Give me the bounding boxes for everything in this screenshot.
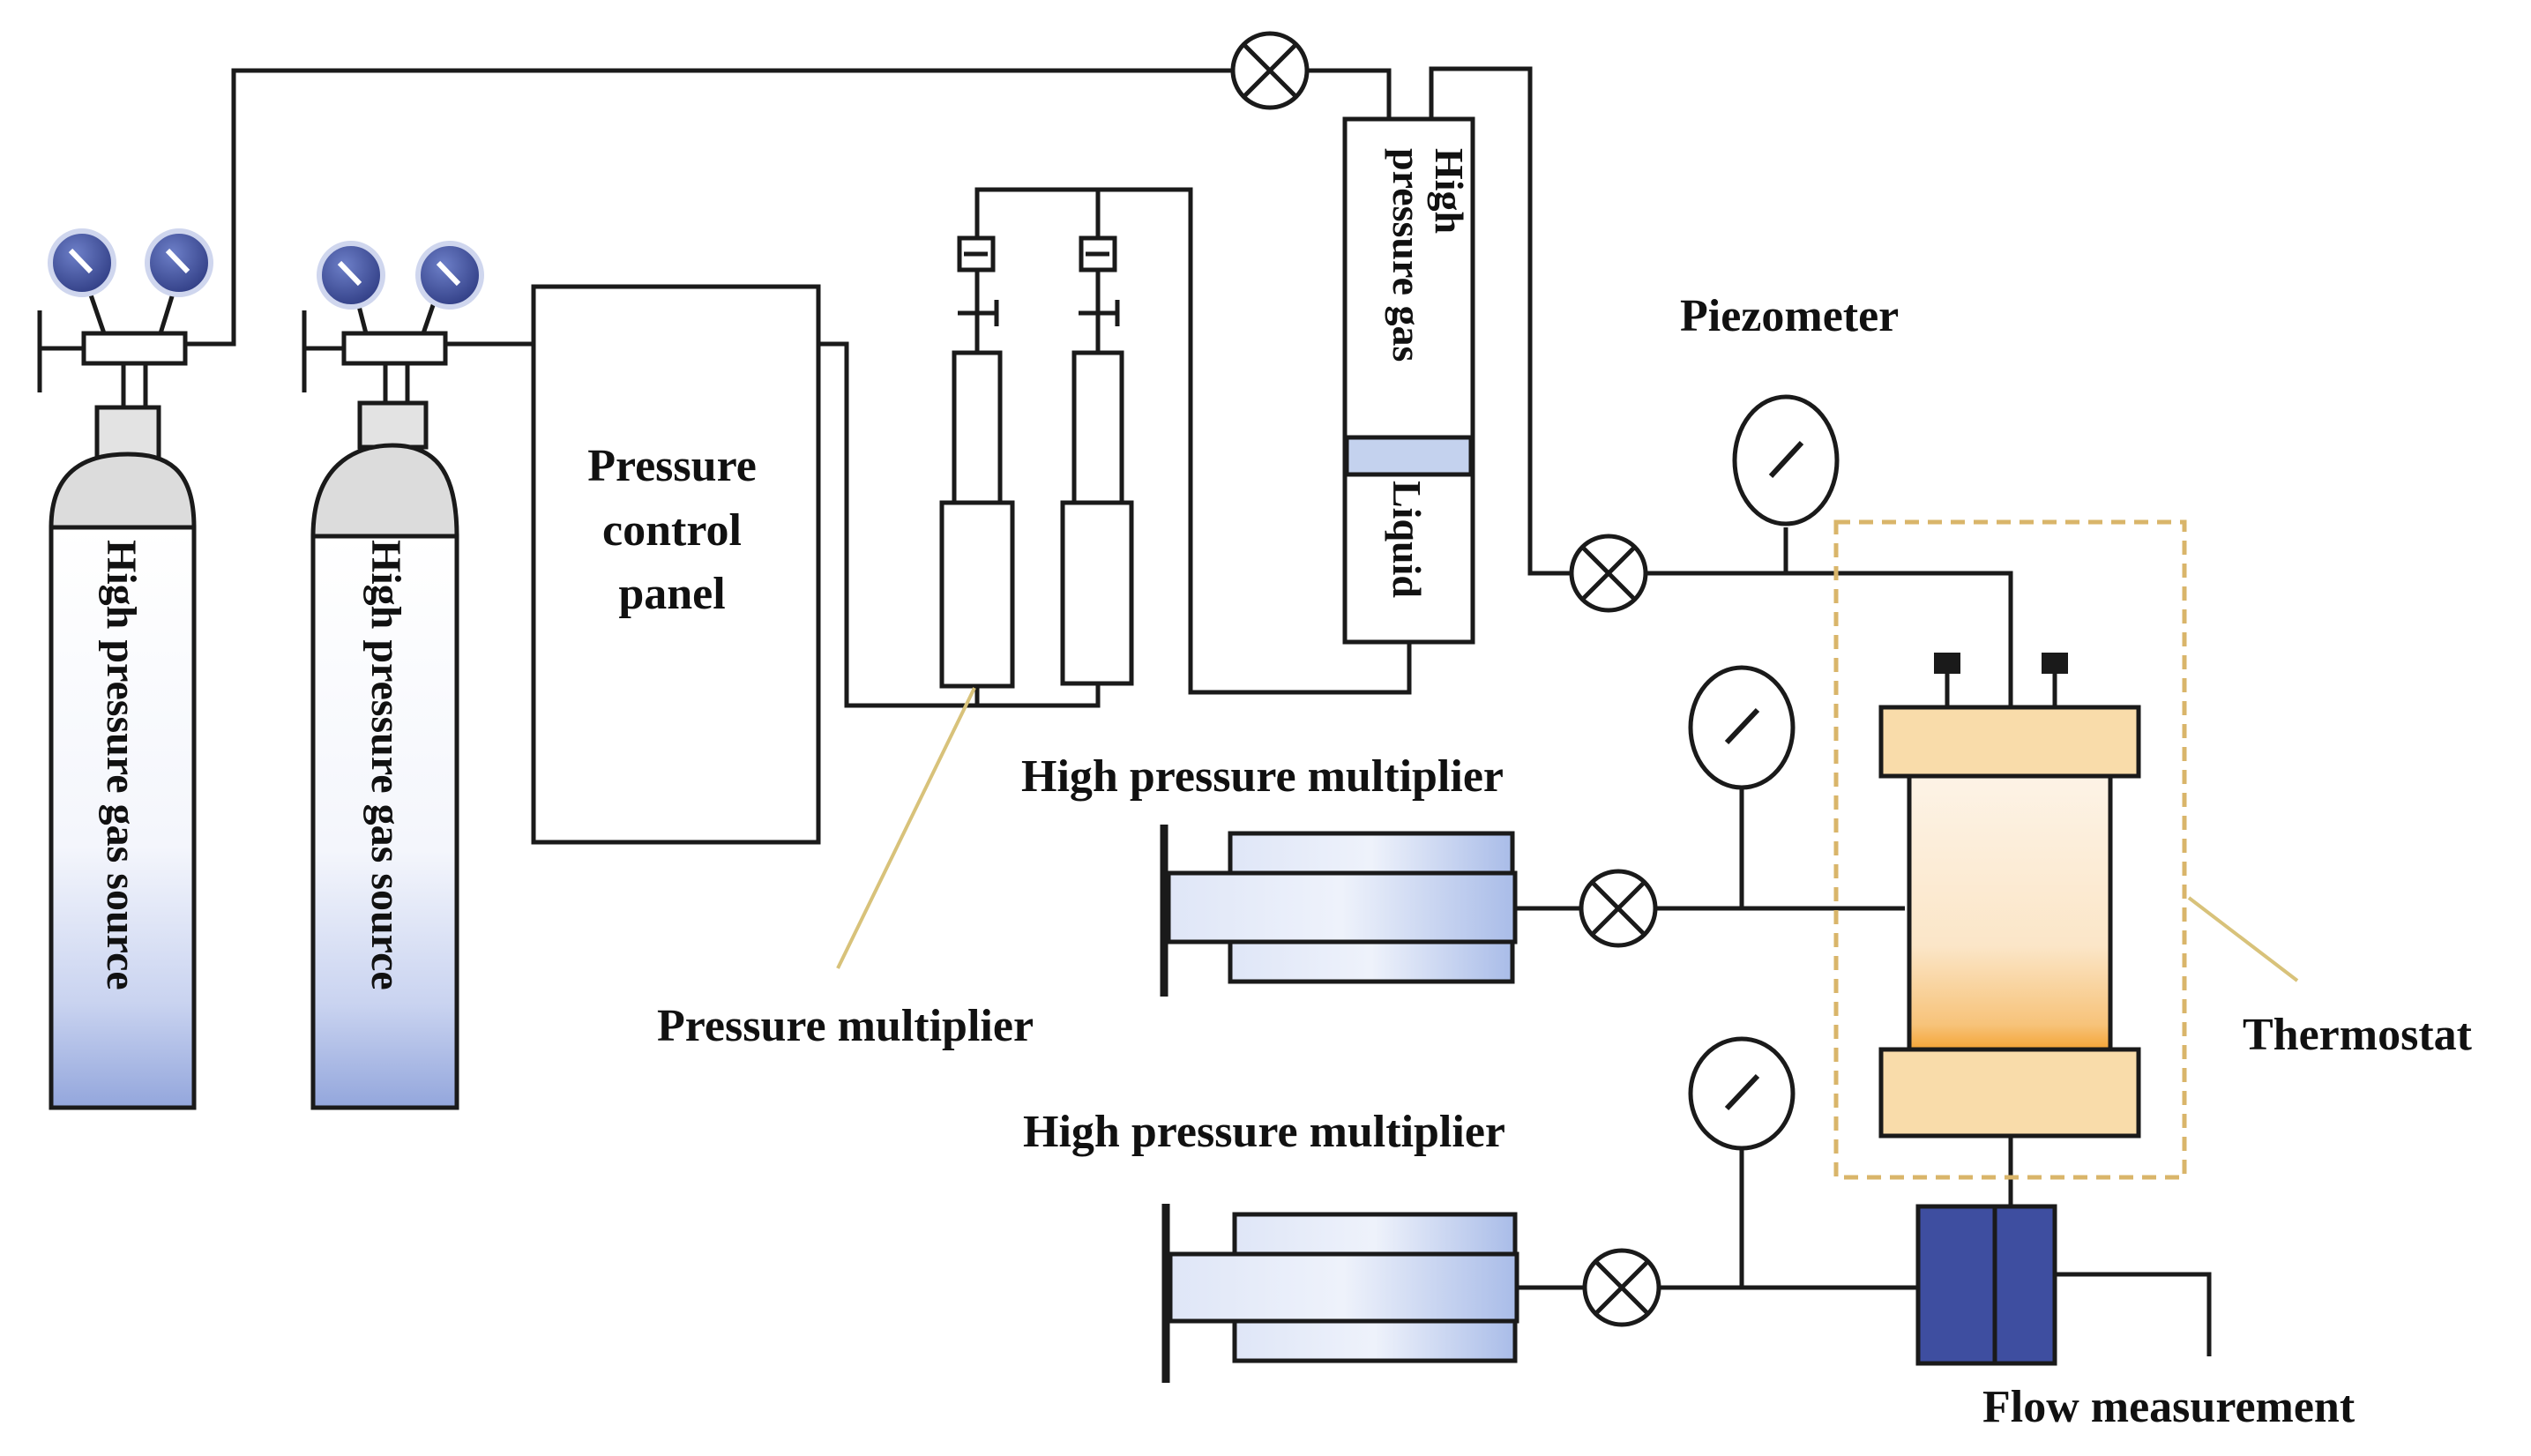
flow-measurement-label: Flow measurement (1982, 1382, 2356, 1432)
vessel-gas-label-line1: High (1427, 148, 1472, 234)
valve-hp-multiplier-top (1579, 869, 1658, 948)
gas-cylinder-1: High pressure gas source (37, 228, 213, 1110)
piezometer-gauge-3 (1688, 1036, 1796, 1151)
cylinder-2-label: High pressure gas source (362, 540, 409, 990)
valve-top (1230, 31, 1310, 110)
thermostat (1833, 519, 2187, 1180)
hp-multiplier-bottom (1161, 1204, 1519, 1383)
valve-core-inlet (1569, 534, 1648, 613)
piezometer-gauge-2 (1688, 665, 1796, 790)
hp-multiplier-bottom-label: High pressure multiplier (1023, 1107, 1505, 1157)
cylinder-1-label: High pressure gas source (98, 540, 145, 990)
gas-liquid-vessel: High pressure gas Liquid (1342, 116, 1475, 645)
leader-lines (836, 687, 2299, 982)
pipe-network (176, 66, 2212, 1356)
pressure-control-panel: Pressure control panel (531, 284, 821, 845)
control-panel-label-line1: Pressure (587, 441, 757, 491)
gas-cylinder-2: High pressure gas source (302, 241, 484, 1110)
control-panel-label-line2: control (602, 505, 742, 556)
pressure-multiplier-label: Pressure multiplier (657, 1001, 1034, 1051)
flow-meter (1915, 1204, 2057, 1366)
pressure-multiplier-1 (939, 235, 1015, 689)
thermostat-label: Thermostat (2243, 1010, 2473, 1060)
valve-hp-multiplier-bottom (1582, 1248, 1661, 1327)
core-holder (1878, 653, 2141, 1139)
vessel-gas-label-line2: pressure gas (1385, 148, 1430, 362)
control-panel-label-line3: panel (618, 569, 725, 619)
piezometer-gauge-1 (1732, 394, 1840, 526)
pressure-multiplier-2 (1060, 235, 1134, 686)
vessel-liquid-label: Liquid (1385, 481, 1430, 598)
hp-multiplier-top (1160, 825, 1518, 997)
hp-multiplier-top-label: High pressure multiplier (1021, 751, 1504, 802)
piezometer-label: Piezometer (1680, 291, 1899, 341)
